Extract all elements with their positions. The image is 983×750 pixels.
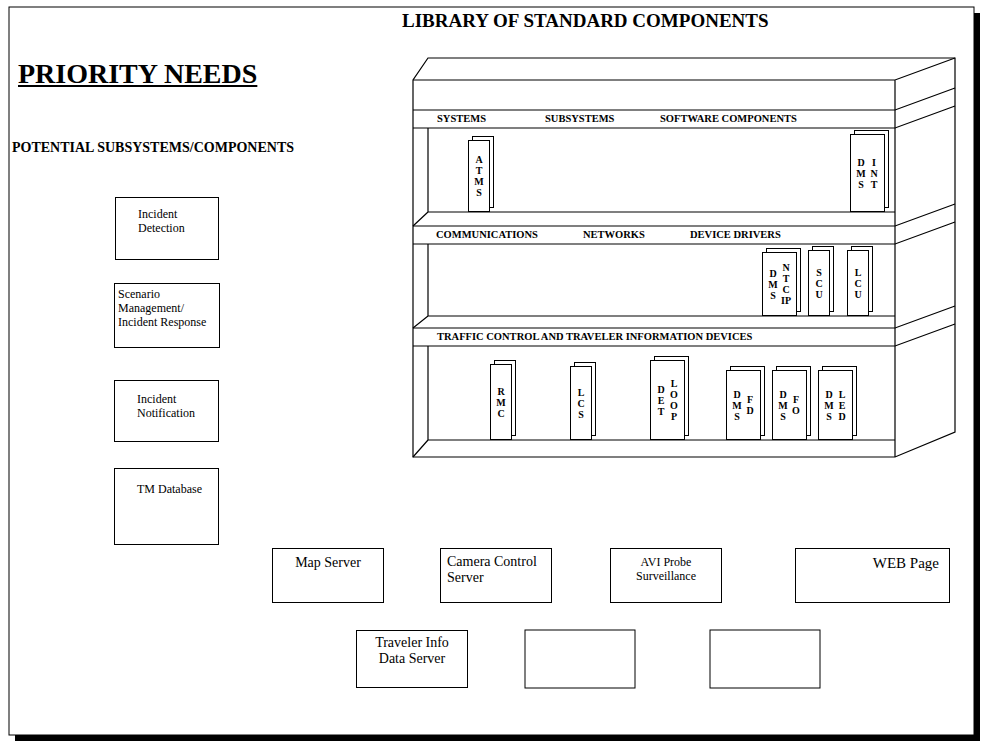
component-box: AVI Probe Surveillance [610,548,722,603]
box-text: Camera Control Server [447,554,548,586]
box-text: Scenario Management/ Incident Response [118,288,217,329]
book-letters: LCU [853,267,863,300]
book-letters: SCU [814,267,824,300]
shelf-label: SYSTEMS [437,113,486,124]
box-text: TM Database [137,483,215,497]
shelf-label: SOFTWARE COMPONENTS [660,113,797,124]
book-letters: ATMS [474,154,484,198]
component-box: Scenario Management/ Incident Response [114,283,220,348]
component-box: TM Database [114,468,219,545]
slide-title: PRIORITY NEEDS [18,58,257,90]
shelf-label: TRAFFIC CONTROL AND TRAVELER INFORMATION… [437,331,752,342]
box-text: WEB Page [800,555,939,572]
component-box: Map Server [272,548,384,603]
shelf-front-edge [413,58,955,457]
shelf-floor [413,128,895,226]
shelf-board [413,306,955,346]
shelf-outline [413,58,955,457]
book-letters: LOOP [669,378,679,422]
book-letters: DMS [824,389,834,422]
book-spine: DMSFO [772,370,807,440]
book-spine: ATMS [468,140,490,212]
shelf-floor [413,346,895,457]
book-letters: DMS [768,268,778,301]
component-box: Incident Notification [114,380,219,442]
empty-box [525,630,635,688]
section-heading: LIBRARY OF STANDARD COMPONENTS [402,10,769,32]
book-letters: FD [745,394,755,416]
slide-frame [9,7,974,735]
box-text: AVI Probe Surveillance [615,556,717,584]
box-text: Traveler Info Data Server [369,635,455,667]
book-letters: RMC [496,386,506,419]
shelf-floor [413,244,895,328]
box-text: Map Server [277,555,379,571]
empty-box [710,630,820,688]
book-letters: LED [837,389,847,422]
book-spine: RMC [490,364,512,440]
bookshelf [413,58,955,457]
book-spine: SCU [808,250,830,316]
book-letters: DET [656,384,666,417]
box-text: Incident Notification [137,393,215,421]
book-spine: DETLOOP [650,360,685,440]
book-spine: DMSLED [818,370,853,440]
book-letters: LCS [576,387,586,420]
book-spine: LCS [570,366,592,440]
book-letters: DMS [732,389,742,422]
column-heading: POTENTIAL SUBSYSTEMS/COMPONENTS [12,140,294,156]
component-box: WEB Page [795,548,950,603]
book-spine: LCU [847,250,869,316]
book-letters: DMS [856,157,866,190]
book-spine: DMSINT [850,134,885,212]
shelf-label: DEVICE DRIVERS [690,229,781,240]
component-box: Traveler Info Data Server [356,630,468,688]
shelf-label: SUBSYSTEMS [545,113,614,124]
shelf-label: COMMUNICATIONS [436,229,538,240]
component-box: Incident Detection [115,197,219,260]
shelf-board [413,88,955,128]
book-letters: INT [869,157,879,190]
box-text: Incident Detection [138,208,215,236]
component-box: Camera Control Server [440,548,552,603]
book-letters: DMS [778,389,788,422]
book-spine: DMSNTCIP [762,252,797,316]
shelf-label: NETWORKS [583,229,645,240]
book-letters: NTCIP [781,262,791,306]
book-letters: FO [791,394,801,416]
book-spine: DMSFD [726,370,761,440]
